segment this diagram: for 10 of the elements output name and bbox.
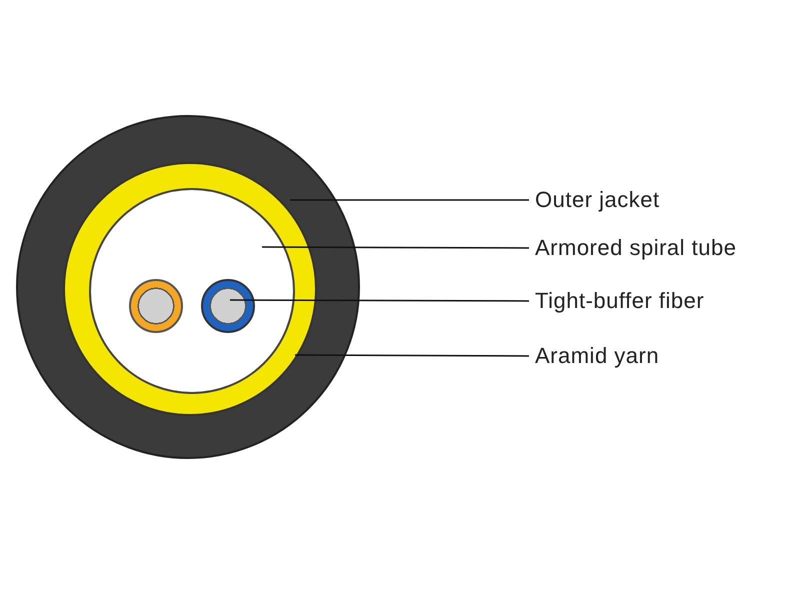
leader-line: [295, 354, 529, 357]
leader-line: [290, 199, 529, 201]
part-label: Outer jacket: [535, 185, 660, 215]
fiber: [129, 279, 183, 333]
fiber: [201, 279, 255, 333]
part-label: Armored spiral tube: [535, 233, 736, 263]
part-label: Aramid yarn: [535, 341, 660, 371]
leader-line: [262, 246, 529, 249]
part-label: Tight-buffer fiber: [535, 286, 704, 316]
leader-line: [230, 299, 529, 302]
